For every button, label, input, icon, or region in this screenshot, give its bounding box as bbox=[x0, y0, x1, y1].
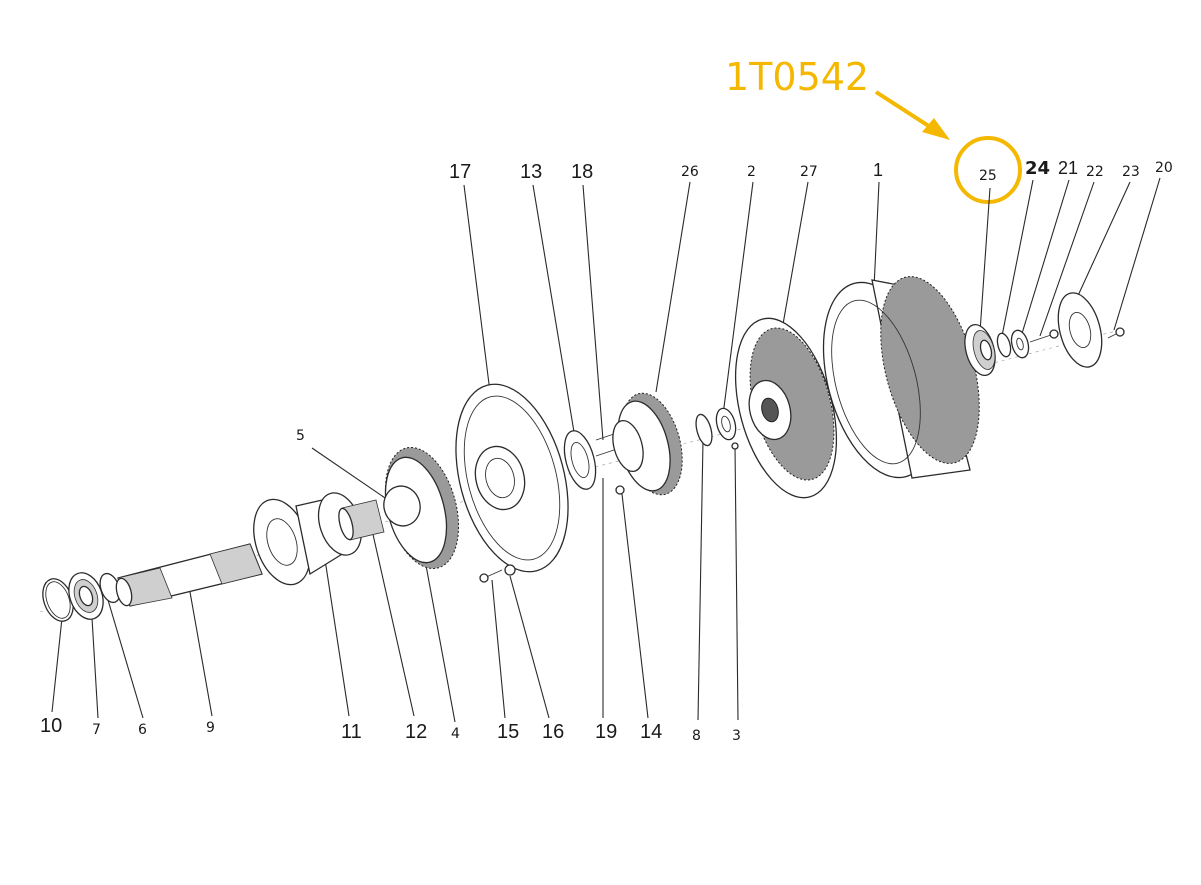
label-25: 25 bbox=[979, 168, 997, 184]
part-ring-gear-1 bbox=[822, 276, 980, 479]
label-21: 21 bbox=[1058, 158, 1078, 178]
part-gear-4 bbox=[383, 446, 460, 570]
callout-part-number: 1T0542 bbox=[725, 55, 869, 99]
label-13: 13 bbox=[520, 161, 542, 183]
part-washer-14 bbox=[615, 485, 625, 495]
callout-highlight-circle bbox=[954, 136, 1022, 204]
part-pin-19 bbox=[595, 449, 615, 457]
part-thrust-washer-13 bbox=[563, 430, 597, 490]
part-washer-16 bbox=[504, 564, 516, 576]
part-bearing-7 bbox=[68, 572, 104, 620]
label-17: 17 bbox=[449, 161, 471, 183]
part-bolt-20 bbox=[1107, 327, 1125, 339]
label-14: 14 bbox=[640, 721, 662, 743]
label-18: 18 bbox=[571, 161, 593, 183]
label-24: 24 bbox=[1025, 158, 1050, 179]
label-16: 16 bbox=[542, 721, 564, 743]
part-snap-ring-10 bbox=[42, 578, 74, 622]
label-3: 3 bbox=[732, 728, 741, 744]
part-cover-23 bbox=[1057, 292, 1103, 368]
label-5: 5 bbox=[296, 428, 305, 444]
label-6: 6 bbox=[138, 722, 147, 738]
callout-arrow bbox=[874, 90, 950, 140]
label-15: 15 bbox=[497, 721, 519, 743]
label-20: 20 bbox=[1155, 160, 1173, 176]
part-bolt-15 bbox=[479, 569, 503, 583]
label-23: 23 bbox=[1122, 164, 1140, 180]
label-1: 1 bbox=[873, 160, 883, 180]
label-9: 9 bbox=[206, 720, 215, 736]
part-seal-21 bbox=[1010, 329, 1030, 359]
part-washer-2 bbox=[715, 407, 737, 441]
part-pin-18 bbox=[595, 433, 615, 441]
part-shaft-9 bbox=[115, 543, 263, 607]
leader-lines bbox=[51, 177, 1161, 723]
part-sleeve-12 bbox=[338, 499, 385, 541]
label-7: 7 bbox=[92, 722, 101, 738]
label-2: 2 bbox=[747, 164, 756, 180]
part-ring-8 bbox=[695, 413, 713, 447]
label-8: 8 bbox=[692, 728, 701, 744]
part-gear-26 bbox=[612, 392, 683, 496]
label-11: 11 bbox=[341, 721, 362, 743]
part-retainer-3 bbox=[731, 442, 739, 450]
label-10: 10 bbox=[40, 715, 62, 737]
part-bolt-22 bbox=[1029, 329, 1059, 343]
label-26: 26 bbox=[681, 164, 699, 180]
label-12: 12 bbox=[405, 721, 427, 743]
part-planet-assembly-27 bbox=[734, 317, 838, 499]
label-19: 19 bbox=[595, 721, 617, 743]
label-27: 27 bbox=[800, 164, 818, 180]
part-washer-24 bbox=[996, 332, 1012, 358]
part-bearing-25 bbox=[964, 323, 996, 377]
label-4: 4 bbox=[451, 726, 460, 742]
label-22: 22 bbox=[1086, 164, 1104, 180]
part-housing-17 bbox=[455, 383, 569, 573]
